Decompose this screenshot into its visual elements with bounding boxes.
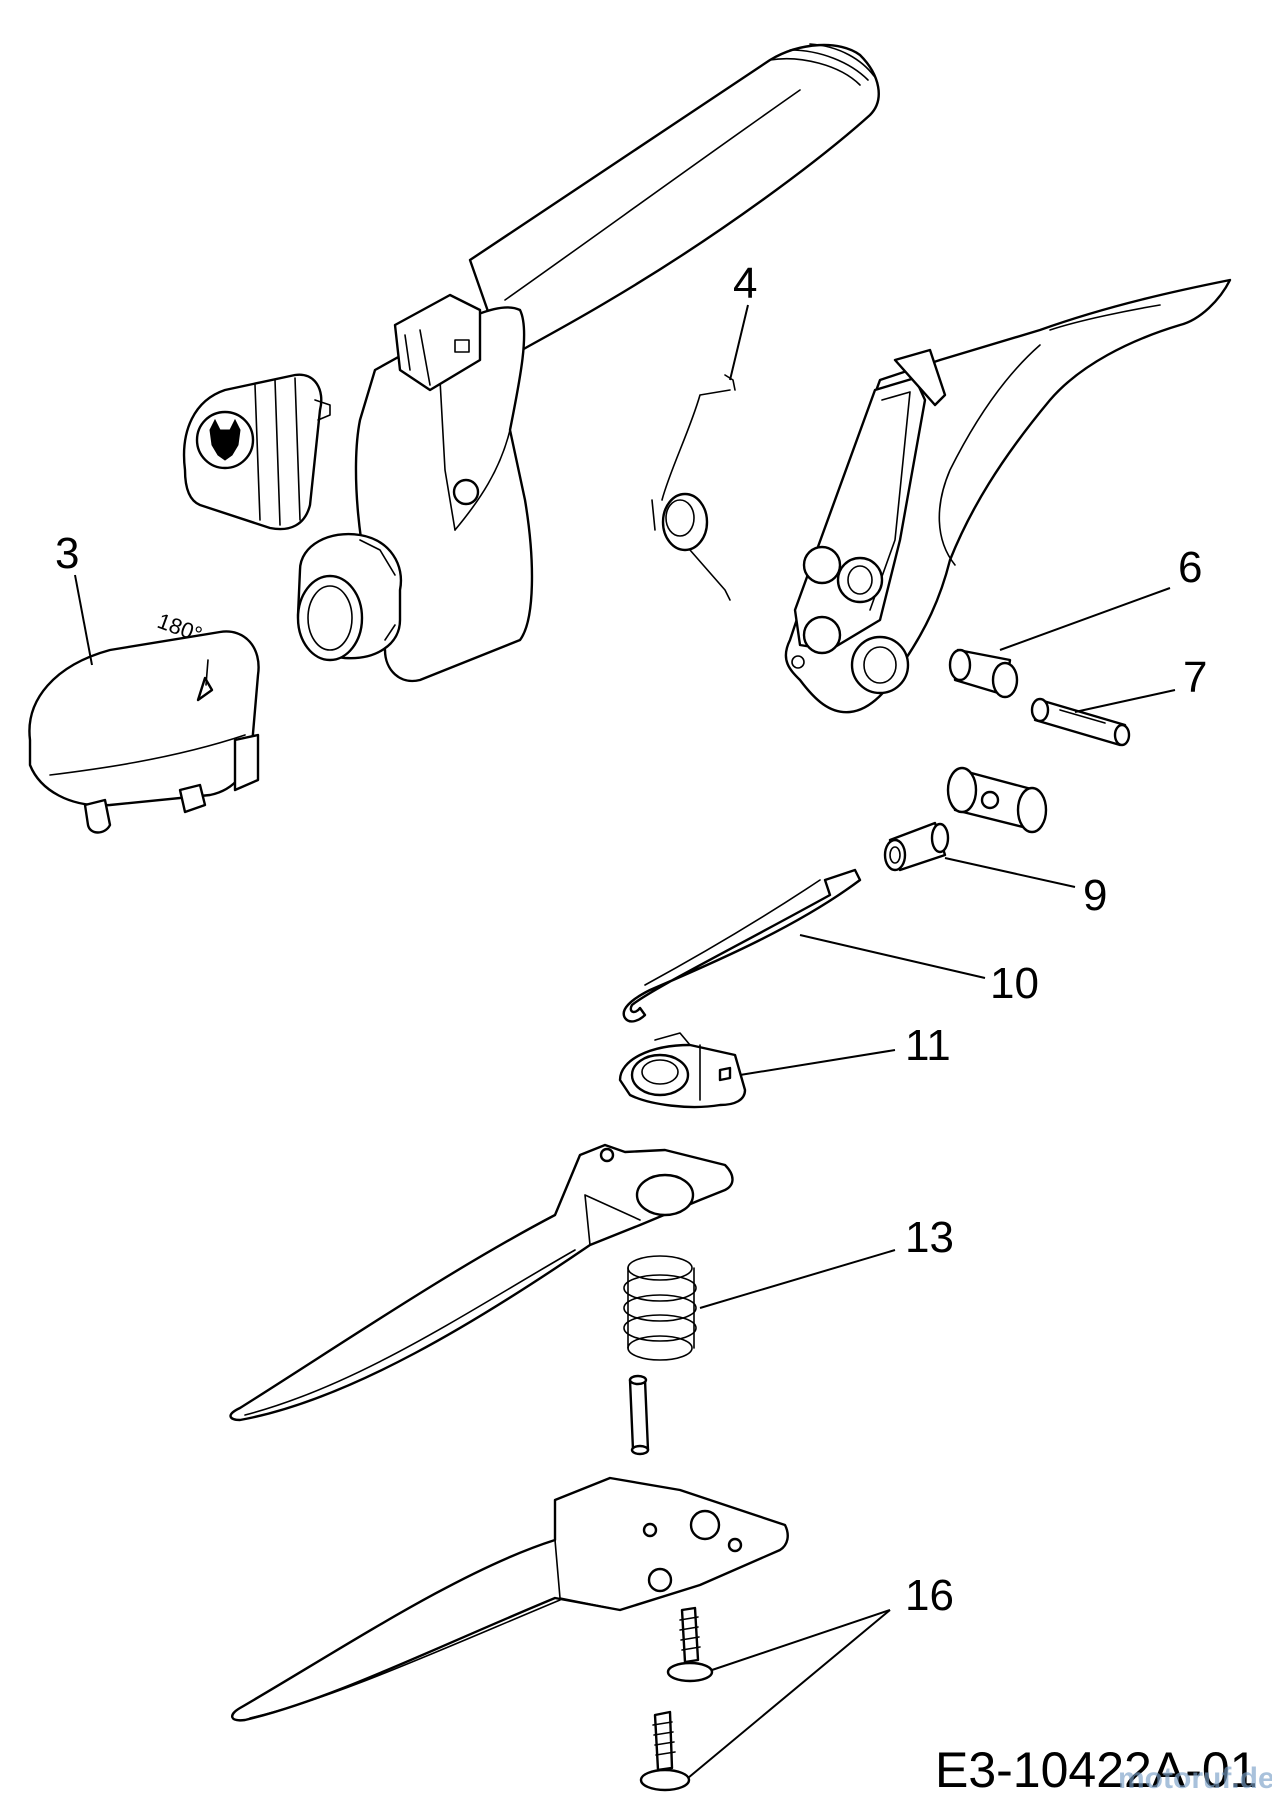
leader-6 — [999, 587, 1171, 651]
callout-labels: 3 4 6 7 9 10 11 13 16 — [55, 259, 1207, 1620]
watermark: motoruf.de — [1118, 1762, 1272, 1795]
leader-lines — [74, 304, 1176, 1779]
callout-10: 10 — [990, 959, 1039, 1008]
callout-11: 11 — [905, 1021, 951, 1070]
pin[interactable] — [1030, 697, 1131, 747]
hook-rod[interactable] — [622, 868, 862, 1023]
callout-3: 3 — [55, 529, 79, 578]
cross-bushing[interactable] — [946, 766, 1048, 834]
sleeve[interactable] — [883, 821, 950, 872]
leader-13 — [699, 1249, 896, 1309]
end-cap[interactable]: 180° — [28, 608, 260, 834]
logo-cap[interactable] — [182, 373, 331, 531]
leader-4 — [729, 304, 749, 381]
callout-9: 9 — [1083, 871, 1107, 920]
callout-4: 4 — [733, 259, 757, 308]
leader-11 — [739, 1049, 896, 1076]
callout-13: 13 — [905, 1213, 954, 1262]
lower-blade[interactable] — [231, 1476, 789, 1722]
bushing[interactable] — [948, 648, 1019, 699]
callout-16: 16 — [905, 1571, 954, 1620]
rotary-disc[interactable] — [618, 1032, 747, 1109]
leader-10 — [799, 934, 986, 979]
diagram-code: E3-10422A-01 — [935, 1742, 1257, 1798]
leader-7 — [1074, 689, 1176, 713]
callout-7: 7 — [1183, 653, 1207, 702]
callout-6: 6 — [1178, 543, 1202, 592]
leader-3 — [74, 574, 93, 666]
compression-spring[interactable] — [623, 1255, 697, 1361]
leader-16b — [687, 1609, 891, 1779]
leader-9 — [944, 857, 1076, 888]
leader-16a — [711, 1609, 891, 1671]
torsion-spring[interactable] — [651, 374, 736, 601]
upper-blade[interactable] — [229, 1143, 734, 1422]
main-handle[interactable] — [296, 43, 880, 683]
screws[interactable] — [639, 1606, 714, 1792]
dowel-pin[interactable] — [628, 1374, 650, 1456]
lever-handle[interactable] — [784, 278, 1232, 714]
